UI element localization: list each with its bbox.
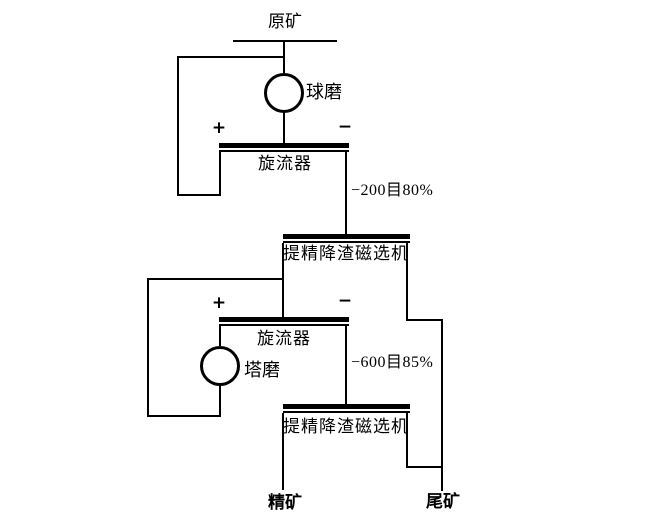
raw-ore-feed-tee-line	[233, 40, 337, 42]
cyclone2-bar	[219, 317, 349, 326]
recycle2-left-line	[147, 278, 149, 417]
separator2-bar	[283, 404, 410, 413]
fineness2-label: −600目85%	[351, 354, 434, 371]
separator1-label: 提精降渣磁选机	[283, 244, 409, 263]
recycle1-top-line	[177, 56, 285, 58]
ball-mill-symbol	[264, 73, 304, 113]
cyclone2-underflow-line	[219, 326, 221, 346]
separator1-concentrate-line	[282, 243, 284, 319]
tower-mill-label: 塔磨	[244, 360, 280, 380]
cyclone1-plus-sign: +	[211, 118, 227, 138]
tower-mill-discharge-line	[219, 385, 221, 415]
separator1-bar	[283, 234, 410, 243]
cyclone1-minus-sign: −	[337, 117, 353, 137]
cyclone1-label: 旋流器	[258, 154, 312, 173]
separator1-tailings-elbow-line	[406, 319, 443, 321]
separator2-tailings-elbow-line	[406, 466, 443, 468]
recycle1-left-line	[177, 56, 179, 196]
raw-ore-label: 原矿	[268, 12, 302, 31]
recycle2-bottom-line	[147, 415, 221, 417]
concentrate-label: 精矿	[268, 493, 302, 512]
concentrate-out-line	[282, 413, 284, 490]
cyclone1-overflow-line	[345, 152, 347, 234]
tailings-label: 尾矿	[426, 492, 460, 511]
tower-mill-symbol	[200, 346, 240, 386]
cyclone2-label: 旋流器	[257, 329, 311, 348]
cyclone2-overflow-line	[345, 326, 347, 404]
cyclone1-underflow-line	[219, 152, 221, 196]
cyclone2-plus-sign: +	[211, 293, 227, 313]
cyclone2-minus-sign: −	[337, 291, 353, 311]
fineness1-label: −200目80%	[351, 182, 434, 199]
separator1-tailings-line	[406, 243, 408, 321]
separator2-tailings-line	[406, 413, 408, 468]
ball-mill-discharge-line	[283, 111, 285, 143]
ball-mill-label: 球磨	[306, 82, 342, 102]
recycle1-bottom-line	[177, 194, 221, 196]
recycle2-top-line	[147, 278, 284, 280]
cyclone1-bar	[219, 143, 349, 152]
tailings-main-line	[441, 319, 443, 491]
separator2-label: 提精降渣磁选机	[283, 417, 409, 436]
